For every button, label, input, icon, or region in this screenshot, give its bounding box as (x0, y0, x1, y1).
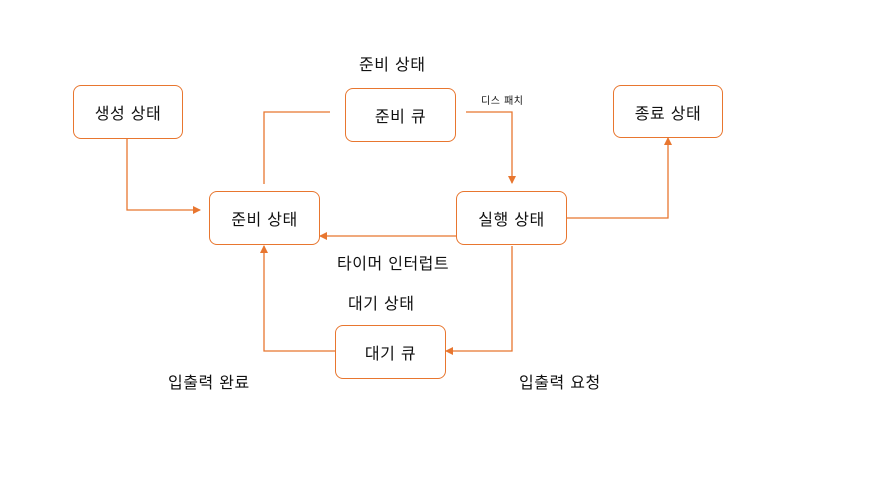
label-timer-interrupt: 타이머 인터럽트 (337, 254, 450, 273)
edge-io-request (445, 246, 513, 355)
node-running-state: 실행 상태 (456, 191, 567, 245)
edge-dispatch (466, 111, 516, 184)
edge-running-to-terminated (567, 137, 672, 219)
label-io-complete: 입출력 완료 (168, 373, 250, 392)
edge-create-to-ready (126, 139, 201, 214)
label-io-request: 입출력 요청 (519, 373, 601, 392)
node-wait-queue: 대기 큐 (335, 325, 446, 379)
edge-io-complete (260, 245, 335, 352)
edge-ready-to-ready-queue (263, 111, 330, 184)
node-ready-queue: 준비 큐 (345, 88, 456, 142)
label-dispatch: 디스 패치 (481, 96, 524, 107)
node-create-state: 생성 상태 (73, 85, 183, 139)
node-terminated-state: 종료 상태 (613, 85, 723, 138)
label-ready-state-title: 준비 상태 (359, 55, 426, 74)
node-ready-state: 준비 상태 (209, 191, 320, 245)
label-wait-state-title: 대기 상태 (348, 294, 415, 313)
